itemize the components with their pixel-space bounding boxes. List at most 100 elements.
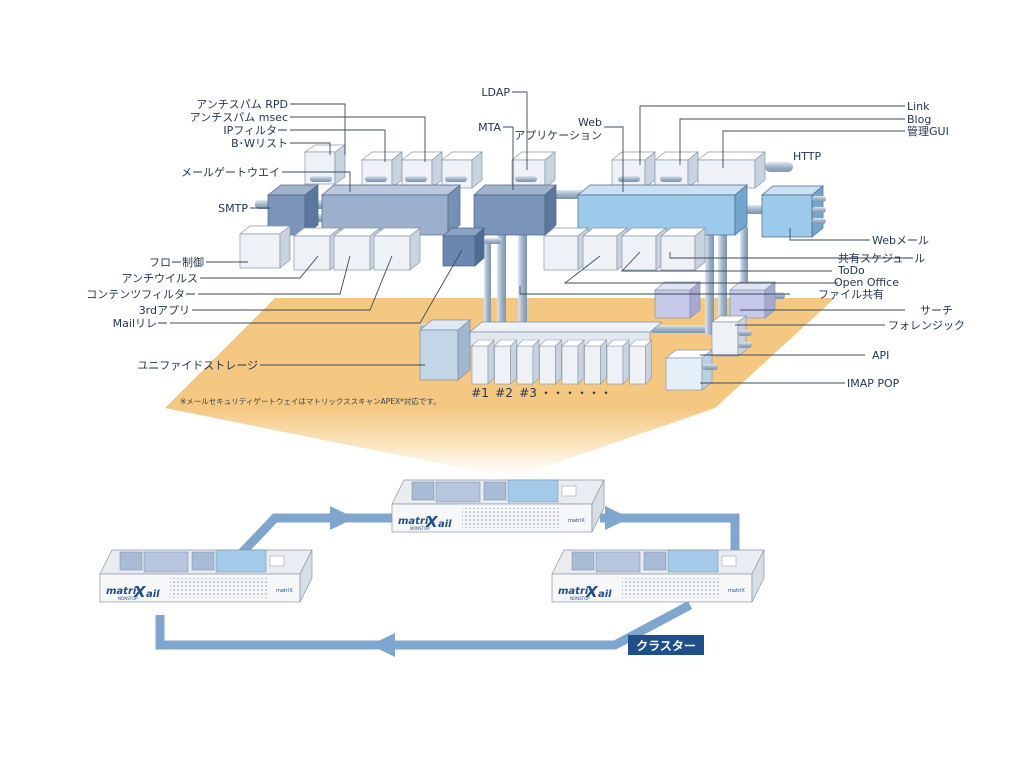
box-content-filter	[333, 227, 381, 271]
box-bw-list	[361, 151, 403, 189]
server-brand-x: X	[133, 583, 147, 601]
server-right: matri X ail NONSTOP matriX	[551, 549, 765, 603]
right-labels: Link Blog 管理GUI HTTP Webメール 共有スケジュール ToD…	[793, 100, 965, 390]
server-brand: matri	[558, 586, 589, 597]
cluster-arrow-top-left	[330, 506, 355, 530]
top-plugin-boxes	[303, 144, 766, 189]
label-flow-control: フロー制御	[149, 255, 204, 269]
footnote: ※メールセキュリティゲートウェイはマトリックススキャンAPEX*対応です。	[180, 396, 441, 406]
storage-node-label: ・・	[540, 386, 564, 400]
box-blog	[654, 151, 699, 189]
label-antivirus: アンチウイルス	[121, 272, 198, 285]
box-antispam	[441, 151, 483, 189]
label-bw-list: B･Wリスト	[231, 137, 288, 150]
label-api: API	[872, 349, 889, 362]
box-web-app-1	[611, 151, 656, 189]
label-todo: ToDo	[837, 264, 865, 277]
server-brand-x: X	[585, 583, 599, 601]
label-link: Link	[907, 100, 930, 113]
module-mta	[473, 184, 557, 236]
module-mail-relay	[442, 227, 485, 267]
server-brand-tail: ail	[598, 589, 612, 600]
server-side-tag: matriX	[568, 518, 585, 524]
box-3rd-app	[373, 227, 421, 271]
server-brand-tail: ail	[438, 519, 452, 530]
pipe-connectors	[310, 176, 826, 370]
label-open-office: Open Office	[834, 276, 899, 289]
label-imap-pop: IMAP POP	[847, 377, 900, 390]
box-forensic	[710, 315, 748, 357]
top-labels: LDAP MTA Web アプリケーション	[478, 86, 602, 142]
storage-node-label: #3	[519, 386, 537, 400]
box-file-sharing	[660, 227, 706, 271]
module-mail-gateway	[321, 184, 461, 236]
module-smtp	[266, 184, 320, 236]
server-brand: matri	[106, 586, 137, 597]
storage-node	[516, 339, 540, 385]
server-brand-sub: NONSTOP	[570, 596, 590, 601]
label-antispam-msec: アンチスパム msec	[190, 111, 288, 124]
label-blog: Blog	[907, 113, 931, 126]
cluster-label: クラスター	[628, 635, 704, 655]
box-flow-control	[239, 225, 291, 269]
storage-node-label: ・・	[588, 386, 612, 400]
label-content-filter: コンテンツフィルター	[86, 288, 196, 301]
box-search-b	[729, 281, 776, 319]
label-web-application: アプリケーション	[514, 129, 602, 142]
box-search-a	[654, 281, 701, 319]
label-ip-filter: IPフィルター	[223, 124, 288, 137]
unified-storage	[419, 319, 663, 381]
box-admin-gui	[697, 151, 766, 189]
server-left: matri X ail NONSTOP matriX	[99, 549, 313, 603]
label-forensic: フォレンジック	[888, 319, 965, 332]
storage-node-label: #1	[471, 386, 489, 400]
cluster-label-text: クラスター	[636, 639, 696, 653]
server-side-tag: matriX	[728, 588, 745, 594]
label-shared-schedule: 共有スケジュール	[838, 251, 925, 265]
cluster-ring	[155, 506, 740, 657]
vertical-pipes	[484, 220, 748, 335]
label-3rd-app: 3rdアプリ	[139, 304, 190, 317]
box-ip-filter	[401, 151, 443, 189]
storage-node	[583, 339, 608, 385]
label-antispam-rpd: アンチスパム RPD	[196, 98, 288, 111]
label-ldap: LDAP	[481, 86, 510, 99]
left-labels: アンチスパム RPD アンチスパム msec IPフィルター B･Wリスト メー…	[86, 98, 288, 372]
leader-lines	[170, 91, 906, 384]
server-brand-sub: NONSTOP	[410, 526, 430, 531]
label-http: HTTP	[793, 150, 822, 163]
lower-plugin-boxes	[239, 225, 776, 391]
label-search: サーチ	[920, 304, 953, 317]
storage-node-labels: #1#2#3・・・・・・	[471, 386, 612, 400]
storage-node-label: #2	[495, 386, 513, 400]
label-smtp: SMTP	[218, 202, 248, 215]
server-brand-tail: ail	[146, 589, 160, 600]
cluster-arrow-bottom	[370, 633, 395, 657]
storage-node	[493, 339, 518, 385]
box-antivirus	[293, 227, 341, 271]
label-file-sharing: ファイル共有	[818, 287, 884, 301]
storage-controller	[419, 319, 471, 381]
label-unified-storage: ユニファイドストレージ	[137, 359, 258, 372]
label-mail-gateway: メールゲートウエイ	[181, 166, 280, 179]
server-brand-x: X	[425, 513, 439, 531]
server-top: matri X ail NONSTOP matriX	[391, 479, 605, 533]
server-brand-sub: NONSTOP	[118, 596, 138, 601]
storage-node-label: ・・	[564, 386, 588, 400]
storage-node	[628, 339, 653, 385]
storage-nodes	[471, 339, 653, 385]
server-side-tag: matriX	[276, 588, 293, 594]
box-schedule	[543, 227, 589, 271]
label-web: Web	[578, 116, 602, 129]
box-ldap	[511, 151, 556, 189]
storage-node	[471, 339, 495, 385]
label-mail-relay: Mailリレー	[113, 317, 168, 330]
label-mta: MTA	[478, 121, 501, 134]
label-admin-gui: 管理GUI	[907, 124, 949, 138]
box-imap-pop	[665, 349, 713, 391]
cluster-arrow-top-right	[605, 506, 630, 530]
storage-node	[606, 339, 630, 385]
storage-node	[561, 339, 585, 385]
label-webmail: Webメール	[872, 234, 929, 247]
